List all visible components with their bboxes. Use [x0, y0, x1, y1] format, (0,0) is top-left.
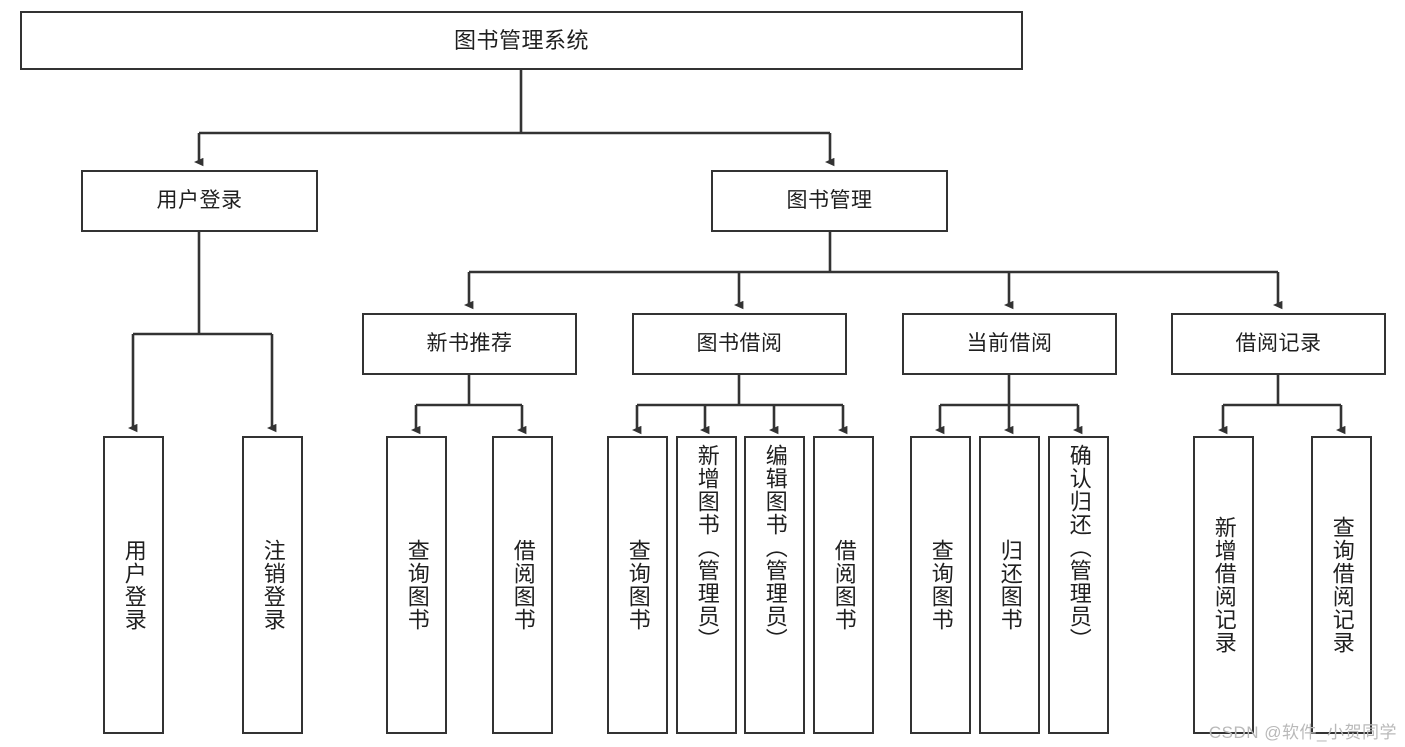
node-label: 图书管理系统	[453, 27, 589, 53]
leaf-book-borrow-borrow[interactable]: 借阅图书	[813, 436, 874, 734]
node-label: 查询借阅记录	[1329, 516, 1355, 654]
leaf-book-borrow-add[interactable]: 新增图书（管理员）	[676, 436, 737, 734]
leaf-new-book-borrow[interactable]: 借阅图书	[492, 436, 553, 734]
node-label: 编辑图书（管理员）	[762, 444, 788, 651]
csdn-watermark: CSDN @软件_小贺同学	[1208, 723, 1397, 742]
leaf-borrow-records-query[interactable]: 查询借阅记录	[1311, 436, 1372, 734]
node-label: 用户登录	[156, 188, 243, 212]
node-label: 新增图书（管理员）	[694, 444, 720, 651]
node-label: 借阅记录	[1235, 331, 1322, 355]
node-label: 查询图书	[928, 539, 954, 631]
node-label: 归还图书	[997, 539, 1023, 631]
node-root-system[interactable]: 图书管理系统	[20, 11, 1023, 70]
leaf-borrow-records-add[interactable]: 新增借阅记录	[1193, 436, 1254, 734]
leaf-book-borrow-query[interactable]: 查询图书	[607, 436, 668, 734]
node-label: 注销登录	[260, 539, 286, 631]
node-book-management[interactable]: 图书管理	[711, 170, 948, 232]
node-label: 借阅图书	[510, 539, 536, 631]
node-label: 图书借阅	[696, 331, 783, 355]
node-label: 图书管理	[786, 188, 873, 212]
leaf-user-login-logout[interactable]: 注销登录	[242, 436, 303, 734]
node-label: 新增借阅记录	[1211, 516, 1237, 654]
node-label: 查询图书	[625, 539, 651, 631]
node-label: 查询图书	[404, 539, 430, 631]
node-label: 用户登录	[121, 539, 147, 631]
node-user-login[interactable]: 用户登录	[81, 170, 318, 232]
node-new-book-recommend[interactable]: 新书推荐	[362, 313, 577, 375]
node-borrow-records[interactable]: 借阅记录	[1171, 313, 1386, 375]
leaf-current-borrow-return[interactable]: 归还图书	[979, 436, 1040, 734]
leaf-new-book-query[interactable]: 查询图书	[386, 436, 447, 734]
node-current-borrow[interactable]: 当前借阅	[902, 313, 1117, 375]
leaf-user-login-login[interactable]: 用户登录	[103, 436, 164, 734]
node-label: 当前借阅	[966, 331, 1053, 355]
leaf-book-borrow-edit[interactable]: 编辑图书（管理员）	[744, 436, 805, 734]
leaf-current-borrow-confirm[interactable]: 确认归还（管理员）	[1048, 436, 1109, 734]
node-label: 新书推荐	[426, 331, 513, 355]
node-label: 借阅图书	[831, 539, 857, 631]
node-book-borrow[interactable]: 图书借阅	[632, 313, 847, 375]
node-label: 确认归还（管理员）	[1066, 444, 1092, 651]
leaf-current-borrow-query[interactable]: 查询图书	[910, 436, 971, 734]
